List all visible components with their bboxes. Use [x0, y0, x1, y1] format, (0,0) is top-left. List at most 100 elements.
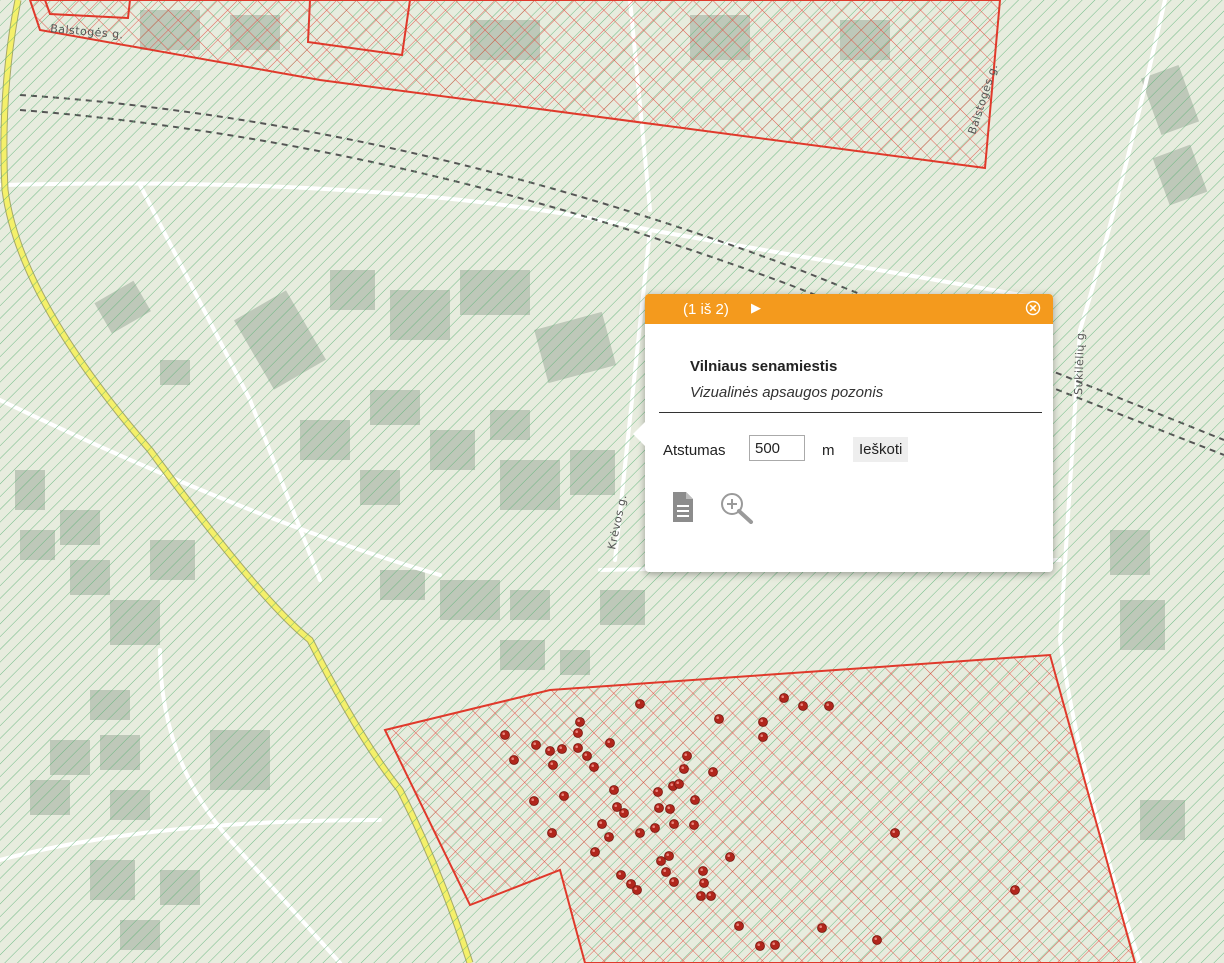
point-marker-highlight: [591, 764, 594, 767]
point-marker[interactable]: [669, 819, 679, 829]
popup-pointer: [633, 422, 645, 446]
point-marker-highlight: [561, 793, 564, 796]
heritage-area-north[interactable]: [28, 0, 1002, 170]
point-marker[interactable]: [665, 804, 675, 814]
point-marker[interactable]: [817, 923, 827, 933]
point-marker[interactable]: [779, 693, 789, 703]
point-marker[interactable]: [708, 767, 718, 777]
point-marker-highlight: [708, 893, 711, 896]
point-marker[interactable]: [573, 743, 583, 753]
point-marker-highlight: [655, 789, 658, 792]
point-marker[interactable]: [619, 808, 629, 818]
point-marker[interactable]: [654, 803, 664, 813]
point-marker[interactable]: [500, 730, 510, 740]
point-marker[interactable]: [758, 717, 768, 727]
point-marker[interactable]: [770, 940, 780, 950]
point-marker[interactable]: [604, 832, 614, 842]
point-marker[interactable]: [547, 828, 557, 838]
point-marker-highlight: [637, 701, 640, 704]
point-marker[interactable]: [557, 744, 567, 754]
point-marker[interactable]: [1010, 885, 1020, 895]
point-marker[interactable]: [575, 717, 585, 727]
popup-title: Vilniaus senamiestis: [690, 358, 838, 375]
point-marker[interactable]: [706, 891, 716, 901]
point-marker[interactable]: [664, 851, 674, 861]
point-marker[interactable]: [656, 856, 666, 866]
point-marker-highlight: [599, 821, 602, 824]
point-marker-highlight: [684, 753, 687, 756]
point-marker[interactable]: [725, 852, 735, 862]
point-marker[interactable]: [531, 740, 541, 750]
point-marker[interactable]: [559, 791, 569, 801]
point-marker[interactable]: [890, 828, 900, 838]
point-marker-highlight: [710, 769, 713, 772]
point-marker-highlight: [511, 757, 514, 760]
point-marker[interactable]: [509, 755, 519, 765]
point-marker[interactable]: [698, 866, 708, 876]
point-marker-highlight: [671, 821, 674, 824]
point-marker-highlight: [652, 825, 655, 828]
point-marker[interactable]: [589, 762, 599, 772]
point-marker-highlight: [614, 804, 617, 807]
point-marker[interactable]: [609, 785, 619, 795]
point-marker-highlight: [637, 830, 640, 833]
heritage-parcel[interactable]: [306, 0, 412, 57]
point-marker-highlight: [502, 732, 506, 735]
point-marker[interactable]: [650, 823, 660, 833]
point-marker[interactable]: [597, 819, 607, 829]
heritage-area-south[interactable]: [383, 653, 1137, 963]
point-marker[interactable]: [669, 877, 679, 887]
zoom-in-icon[interactable]: [719, 492, 755, 524]
point-markers[interactable]: [500, 693, 1020, 951]
point-marker[interactable]: [872, 935, 882, 945]
point-marker[interactable]: [679, 764, 689, 774]
point-marker[interactable]: [798, 701, 808, 711]
point-marker[interactable]: [696, 891, 706, 901]
point-marker-highlight: [757, 943, 760, 946]
point-marker[interactable]: [548, 760, 558, 770]
distance-label: Atstumas: [663, 442, 726, 459]
point-marker[interactable]: [653, 787, 663, 797]
point-marker-highlight: [575, 730, 578, 733]
point-marker-highlight: [663, 869, 666, 872]
point-marker-highlight: [681, 766, 684, 769]
point-marker[interactable]: [612, 802, 622, 812]
point-marker[interactable]: [626, 879, 636, 889]
point-marker[interactable]: [690, 795, 700, 805]
close-circle-icon[interactable]: [1025, 300, 1041, 316]
search-button[interactable]: Ieškoti: [853, 437, 909, 462]
point-marker[interactable]: [689, 820, 699, 830]
point-marker-highlight: [611, 787, 614, 790]
point-marker[interactable]: [699, 878, 709, 888]
point-marker-highlight: [549, 830, 552, 833]
point-marker-highlight: [772, 942, 775, 945]
point-marker[interactable]: [529, 796, 539, 806]
point-marker[interactable]: [824, 701, 834, 711]
point-marker-highlight: [666, 853, 669, 856]
point-marker[interactable]: [590, 847, 600, 857]
point-marker[interactable]: [755, 941, 765, 951]
point-marker-highlight: [826, 703, 829, 706]
point-marker-highlight: [691, 822, 694, 825]
point-marker[interactable]: [734, 921, 744, 931]
point-marker-highlight: [550, 762, 553, 765]
point-marker[interactable]: [758, 732, 768, 742]
point-marker[interactable]: [635, 828, 645, 838]
point-marker[interactable]: [661, 867, 671, 877]
distance-input[interactable]: [749, 435, 805, 461]
point-marker[interactable]: [635, 699, 645, 709]
point-marker[interactable]: [714, 714, 724, 724]
document-icon[interactable]: [673, 492, 693, 522]
point-marker[interactable]: [605, 738, 615, 748]
point-marker[interactable]: [616, 870, 626, 880]
point-marker-highlight: [716, 716, 719, 719]
point-marker[interactable]: [682, 751, 692, 761]
point-marker[interactable]: [573, 728, 583, 738]
point-marker[interactable]: [582, 751, 592, 761]
point-marker-highlight: [592, 849, 595, 852]
heritage-parcel[interactable]: [43, 0, 132, 20]
point-marker[interactable]: [545, 746, 555, 756]
point-marker[interactable]: [674, 779, 684, 789]
point-marker[interactable]: [632, 885, 642, 895]
triangle-right-icon[interactable]: ▶: [751, 300, 761, 315]
